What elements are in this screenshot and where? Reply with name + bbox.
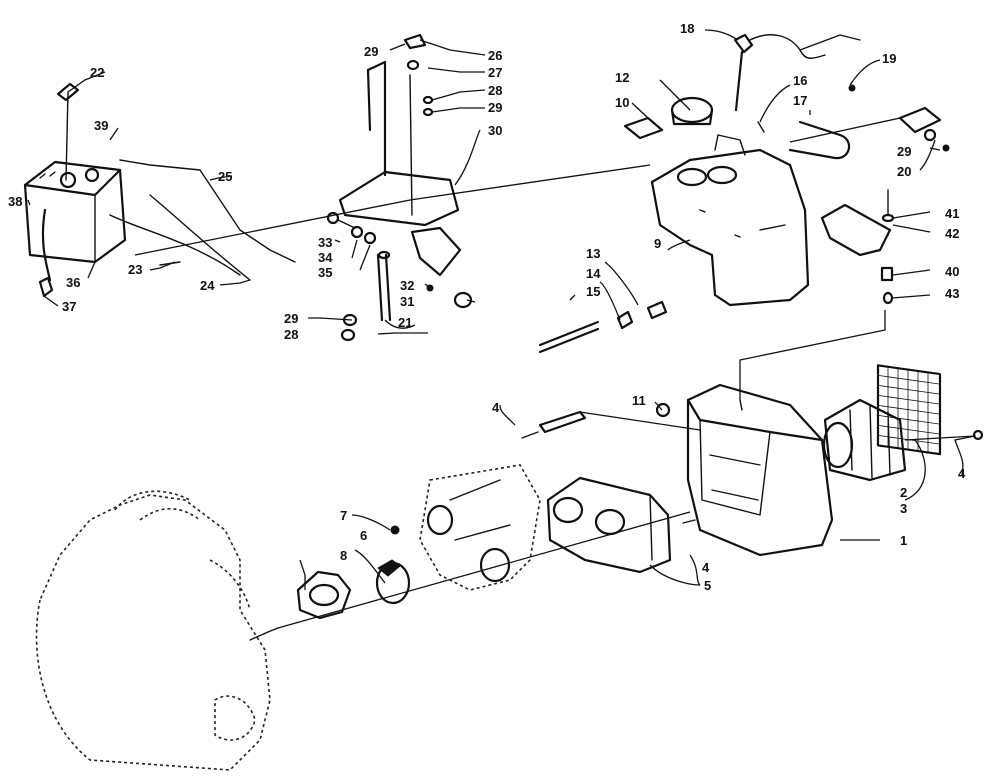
battery-bracket xyxy=(338,60,462,277)
callout-8: 8 xyxy=(340,548,347,563)
callout-29-valve: 29 xyxy=(897,144,911,159)
callout-14: 14 xyxy=(586,266,601,281)
callout-33: 33 xyxy=(318,235,332,250)
callout-16: 16 xyxy=(793,73,807,88)
oil-line xyxy=(757,120,851,160)
callout-4-screw-adapter: 4 xyxy=(702,560,710,575)
callout-19: 19 xyxy=(882,51,896,66)
oil-valve xyxy=(848,84,950,152)
carburetor-assembly xyxy=(419,464,541,591)
callout-42: 42 xyxy=(945,226,959,241)
cap-gasket xyxy=(623,116,664,140)
callout-28-upper: 28 xyxy=(488,83,502,98)
oil-level-sensor xyxy=(733,33,861,112)
tank-mount-bracket xyxy=(820,189,895,305)
callout-15: 15 xyxy=(586,284,600,299)
silencer-tube xyxy=(822,398,907,482)
callout-21: 21 xyxy=(398,315,412,330)
callout-11: 11 xyxy=(632,393,646,408)
assembly-center-lines xyxy=(134,117,976,629)
callout-41: 41 xyxy=(945,206,959,221)
callout-5: 5 xyxy=(704,578,711,593)
callout-26: 26 xyxy=(488,48,502,63)
intake-screen xyxy=(876,364,942,456)
callout-34: 34 xyxy=(318,250,333,265)
callout-25: 25 xyxy=(218,169,232,184)
callout-27: 27 xyxy=(488,65,502,80)
callout-37: 37 xyxy=(62,299,76,314)
callout-29-upper: 29 xyxy=(488,100,502,115)
callout-36: 36 xyxy=(66,275,80,290)
battery xyxy=(23,160,127,282)
callout-7: 7 xyxy=(340,508,347,523)
engine-outline xyxy=(35,490,279,771)
callout-24: 24 xyxy=(200,278,215,293)
callout-35: 35 xyxy=(318,265,332,280)
callout-1: 1 xyxy=(900,533,907,548)
callout-leaders xyxy=(27,29,964,590)
hold-down-rod xyxy=(376,250,392,322)
oil-cap xyxy=(670,96,714,126)
callout-29-lower: 29 xyxy=(284,311,298,326)
oil-outlet-line xyxy=(538,300,668,354)
callout-39: 39 xyxy=(94,118,108,133)
callout-12: 12 xyxy=(615,70,629,85)
callout-28-lower: 28 xyxy=(284,327,298,342)
callout-13: 13 xyxy=(586,246,600,261)
callout-23: 23 xyxy=(128,262,142,277)
hose-clamp xyxy=(375,525,411,605)
callout-9: 9 xyxy=(654,236,661,251)
callout-6: 6 xyxy=(360,528,367,543)
callout-3: 3 xyxy=(900,501,907,516)
callout-labels: 1 2 3 4 4 4 5 6 7 8 9 10 11 12 13 14 15 … xyxy=(8,21,966,593)
callout-32: 32 xyxy=(400,278,414,293)
callout-18: 18 xyxy=(680,21,694,36)
callout-10: 10 xyxy=(615,95,629,110)
callout-4-screw-right: 4 xyxy=(958,466,966,481)
callout-40: 40 xyxy=(945,264,959,279)
intake-adapter xyxy=(546,476,672,574)
oil-tank xyxy=(650,134,810,307)
battery-cables xyxy=(38,82,296,298)
intake-flange xyxy=(296,570,352,620)
callout-20: 20 xyxy=(897,164,911,179)
callout-17: 17 xyxy=(793,93,807,108)
callout-30: 30 xyxy=(488,123,502,138)
air-silencer-box xyxy=(686,383,834,557)
callout-2: 2 xyxy=(900,485,907,500)
callout-4-screw-left: 4 xyxy=(492,400,500,415)
callout-38: 38 xyxy=(8,194,22,209)
callout-31: 31 xyxy=(400,294,414,309)
callout-43: 43 xyxy=(945,286,959,301)
callout-22: 22 xyxy=(90,65,104,80)
callout-29-top: 29 xyxy=(364,44,378,59)
